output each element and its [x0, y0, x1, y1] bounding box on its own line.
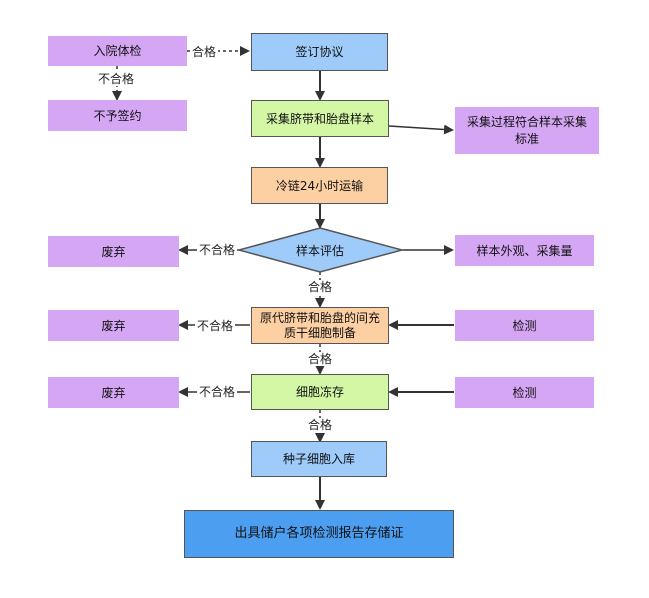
label-fail-freeze: 不合格	[197, 385, 238, 399]
node-discard-1: 废弃	[48, 236, 179, 267]
edge-collect-to-standard	[388, 124, 454, 135]
node-cold-chain: 冷链24小时运输	[251, 167, 388, 204]
node-collect-samples: 采集脐带和胎盘样本	[251, 100, 389, 137]
decision-diamond-sample-eval	[236, 227, 405, 273]
label-pass-exam: 合格	[190, 45, 219, 59]
node-discard-2: 废弃	[48, 310, 179, 341]
label-pass-eval: 合格	[306, 280, 335, 294]
label-pass-prep: 合格	[306, 352, 335, 366]
node-freeze: 细胞冻存	[251, 374, 389, 410]
node-seed-bank: 种子细胞入库	[251, 441, 387, 477]
node-no-contract: 不予签约	[48, 100, 187, 131]
node-discard-3: 废弃	[48, 377, 179, 408]
node-test-1: 检测	[455, 310, 594, 341]
label-fail-exam: 不合格	[96, 72, 137, 86]
node-msc-prep: 原代脐带和胎盘的间充质干细胞制备	[251, 307, 389, 344]
node-certificate: 出具储户各项检测报告存储证	[184, 510, 454, 558]
label-fail-prep: 不合格	[195, 319, 236, 333]
node-physical-exam: 入院体检	[48, 36, 187, 66]
node-appearance-volume: 样本外观、采集量	[455, 235, 594, 266]
label-pass-freeze: 合格	[306, 418, 335, 432]
node-sample-eval-label: 样本评估	[295, 243, 344, 258]
node-collect-standard: 采集过程符合样本采集标准	[455, 107, 599, 154]
label-fail-eval: 不合格	[197, 243, 238, 257]
node-sign-agreement: 签订协议	[251, 33, 388, 71]
node-test-2: 检测	[455, 377, 594, 408]
